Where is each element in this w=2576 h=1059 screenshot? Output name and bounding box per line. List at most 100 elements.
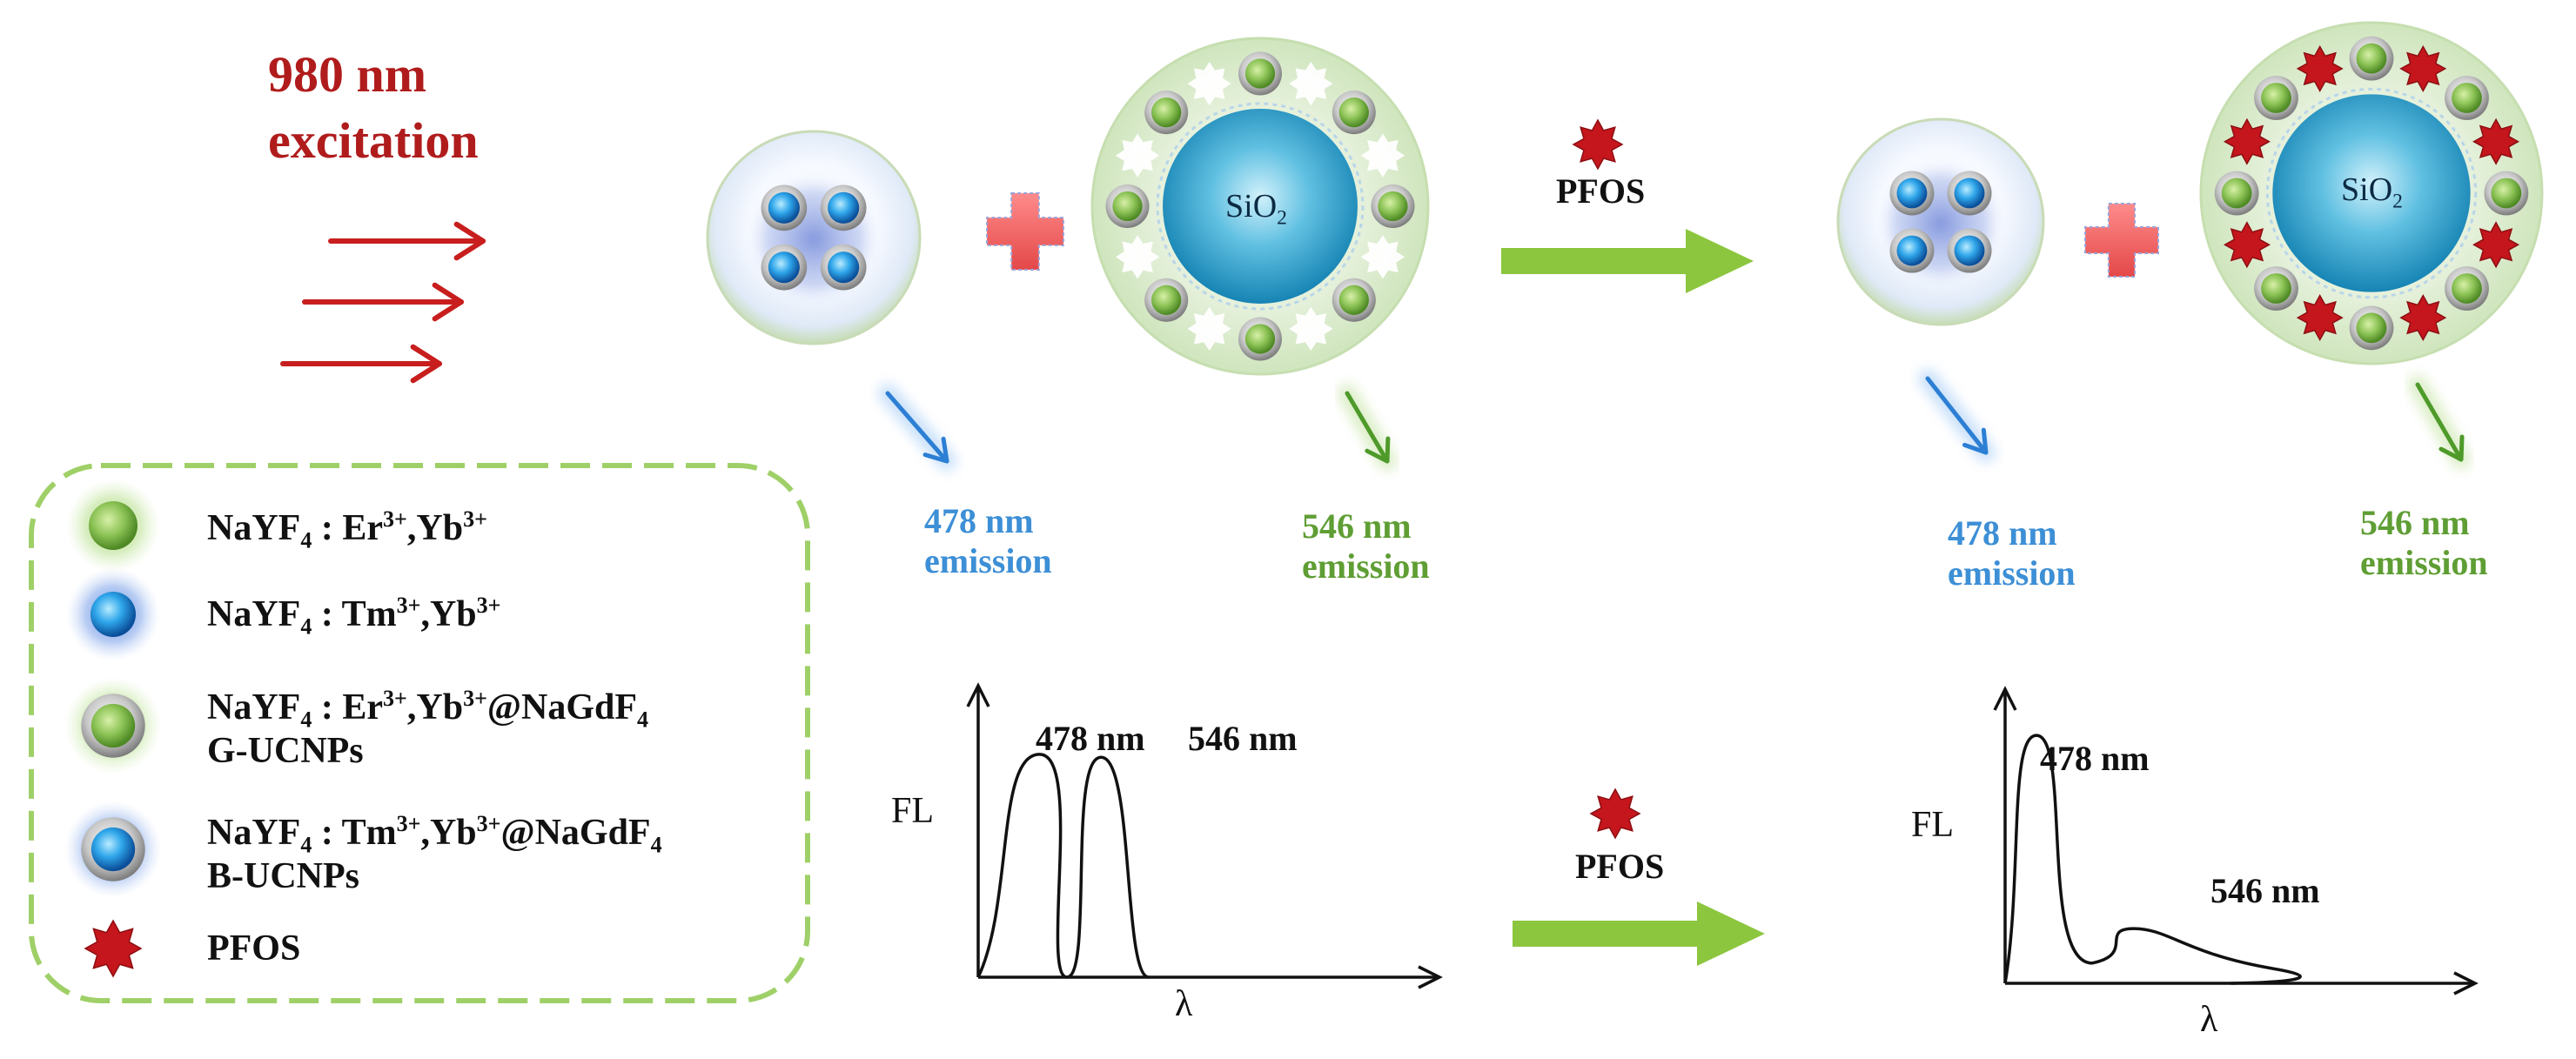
emission-arrow	[1345, 391, 1391, 464]
blue-core	[1954, 178, 1985, 209]
arrow-head	[922, 436, 949, 464]
legend-b-ucnp-icon	[81, 817, 145, 881]
green-core	[2356, 312, 2387, 344]
green-core	[2221, 178, 2252, 209]
arrow-shaft	[1925, 376, 1989, 455]
pfos-molecule	[2399, 294, 2447, 342]
green-core	[1338, 97, 1369, 128]
chart2-ylabel: FL	[1911, 805, 1955, 845]
blue-core	[91, 827, 136, 872]
green-core	[2261, 83, 2291, 113]
sio2-core	[2272, 94, 2471, 292]
green-core	[1112, 191, 1143, 222]
g-ucnp-1	[2349, 36, 2394, 81]
binding-site-star	[1116, 133, 1160, 178]
binding-site-star	[1289, 62, 1333, 106]
binding-site-star	[1360, 235, 1405, 279]
b-ucnp-4	[1947, 228, 1992, 273]
blue-core	[768, 251, 800, 284]
chart2-peak-label-2: 546 nm	[2210, 871, 2320, 910]
b-ucnp-3	[761, 244, 808, 291]
sio2-label-left: SiO2	[1225, 188, 1287, 230]
excitation-arrow-3	[280, 344, 442, 384]
core-boundary	[1156, 102, 1365, 311]
chart2-peak-label-1: 478 nm	[2040, 739, 2150, 778]
legend-er-yb-icon	[89, 501, 138, 550]
b-ucnp-2	[820, 184, 867, 231]
plus-sign-left	[986, 192, 1064, 271]
green-core	[1378, 191, 1408, 222]
g-ucnp-6	[1144, 278, 1189, 322]
emission-arrow	[2415, 382, 2465, 462]
g-ucnp-6	[2254, 266, 2298, 311]
legend-g-ucnp-icon	[81, 694, 145, 758]
green-core	[91, 703, 136, 748]
legend-pfos-icon	[84, 919, 143, 978]
arrow-head	[453, 221, 486, 261]
arrow-head	[432, 282, 464, 322]
green-core	[1151, 97, 1182, 128]
g-ucnp-4	[1332, 278, 1376, 322]
binding-site-star	[1187, 306, 1231, 351]
binding-site-star	[1116, 235, 1160, 279]
b-ucnp-cluster-left	[706, 130, 922, 345]
arrow-shaft	[2415, 382, 2464, 462]
g-ucnp-2	[2445, 76, 2489, 120]
binding-site-star	[1360, 133, 1405, 178]
g-ucnp-8	[2254, 76, 2298, 120]
blue-core	[768, 191, 800, 224]
arrow-head	[1962, 427, 1989, 455]
pfos-label-top: PFOS	[1556, 171, 1646, 211]
legend-item-pfos: PFOS	[207, 928, 301, 969]
y-axis-arrowhead	[966, 682, 990, 707]
chart2-xlabel: λ	[2200, 1000, 2218, 1040]
chart1-peak-label-2: 546 nm	[1188, 719, 1298, 758]
reaction-arrow-top	[1501, 229, 1754, 293]
pfos-molecule	[2296, 294, 2344, 342]
arrow-head	[410, 344, 442, 384]
pfos-icon-bottom	[1589, 788, 1641, 840]
b-ucnp-1	[761, 184, 808, 231]
sio2-composite-right	[2199, 21, 2544, 365]
legend-item-tm-yb: NaYF4 : Tm3+,Yb3+	[207, 593, 501, 640]
binding-site-star	[1187, 62, 1231, 106]
pfos-molecule	[2296, 44, 2344, 92]
excitation-arrow-1	[328, 221, 486, 261]
plus-sign-right	[2084, 203, 2159, 278]
chart-2	[1993, 686, 2479, 995]
green-core	[1244, 324, 1276, 354]
x-axis-arrowhead	[1418, 965, 1443, 989]
arrow-head	[1365, 436, 1391, 464]
arrow-shaft	[885, 391, 949, 464]
chart1-peak-label-1: 478 nm	[1036, 719, 1145, 758]
b-ucnp-4	[820, 244, 867, 291]
green-core	[1338, 285, 1369, 315]
reaction-arrow-bottom	[1513, 901, 1765, 966]
emission-arrow-green-left	[1338, 384, 1397, 471]
sio2-core	[1163, 109, 1358, 304]
b-ucnp-1	[1889, 171, 1935, 216]
arrow-head	[2438, 434, 2465, 462]
excitation-arrows	[272, 221, 494, 384]
pfos-molecule	[2223, 117, 2271, 165]
pfos-molecule	[2223, 221, 2271, 269]
chart1-xlabel: λ	[1175, 984, 1193, 1024]
g-ucnp-4	[2445, 266, 2489, 311]
sio2-label-right: SiO2	[2341, 171, 2403, 213]
spectrum-line	[2003, 734, 2302, 985]
g-ucnp-3	[2484, 171, 2529, 216]
excitation-label: excitation	[268, 112, 479, 169]
legend-icons	[64, 479, 162, 978]
g-ucnp-1	[1238, 51, 1283, 96]
emission-arrow-green-right	[2408, 375, 2471, 469]
arrow-shaft	[1345, 391, 1390, 464]
legend-item-er-yb: NaYF4 : Er3+,Yb3+	[207, 506, 487, 553]
green-core	[2491, 178, 2522, 209]
emission-arrow-blue-left	[878, 384, 956, 471]
green-core	[2452, 273, 2482, 304]
